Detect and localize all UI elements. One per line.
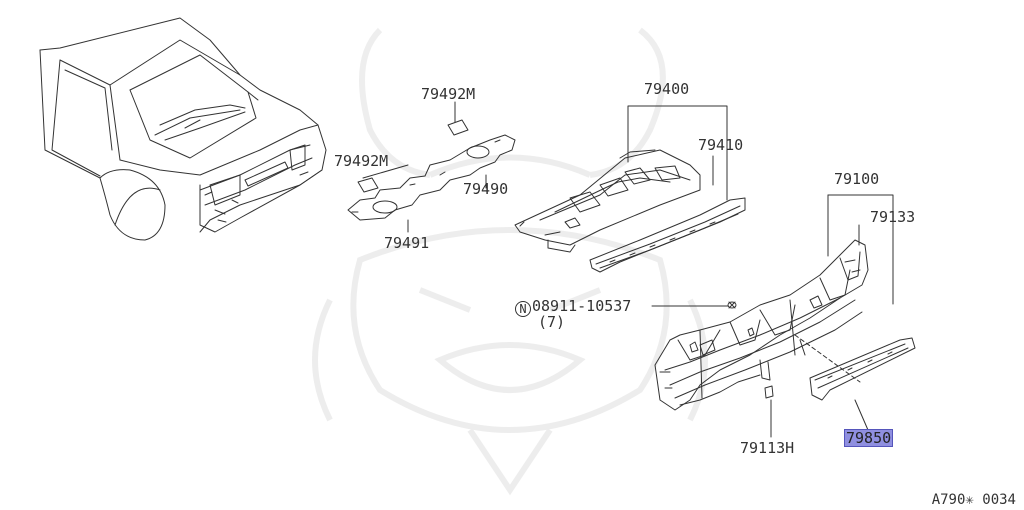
parcel-shelf — [514, 149, 746, 273]
car-rear-illustration — [39, 17, 327, 241]
label-79400: 79400 — [644, 80, 690, 98]
label-79113h: 79113H — [740, 439, 795, 457]
insulator-sheet — [347, 134, 516, 221]
bolt-08911-10537 — [727, 301, 737, 309]
label-79492m-top: 79492M — [421, 85, 476, 103]
label-79491: 79491 — [384, 234, 430, 252]
watermark-logo — [312, 27, 708, 496]
diagram-code: A790✳ 0034 — [931, 492, 1016, 508]
pad-79492m-top — [447, 119, 469, 136]
label-79410: 79410 — [698, 136, 744, 154]
label-79850-highlighted[interactable]: 79850 — [844, 429, 894, 447]
rear-panel — [654, 239, 869, 411]
protector-79850 — [809, 337, 916, 401]
n-symbol-icon: N — [515, 301, 531, 317]
label-79492m-left: 79492M — [334, 152, 389, 170]
label-79100: 79100 — [834, 170, 880, 188]
bolt-part-number: 08911-10537 — [532, 297, 632, 315]
dashed-guide — [794, 334, 861, 383]
label-bolt-qty: (7) — [538, 313, 566, 331]
label-79490: 79490 — [463, 180, 509, 198]
leader-lines — [362, 101, 894, 438]
clip-79113h — [764, 385, 774, 399]
label-79133: 79133 — [870, 208, 916, 226]
pad-79492m-left — [357, 177, 379, 193]
